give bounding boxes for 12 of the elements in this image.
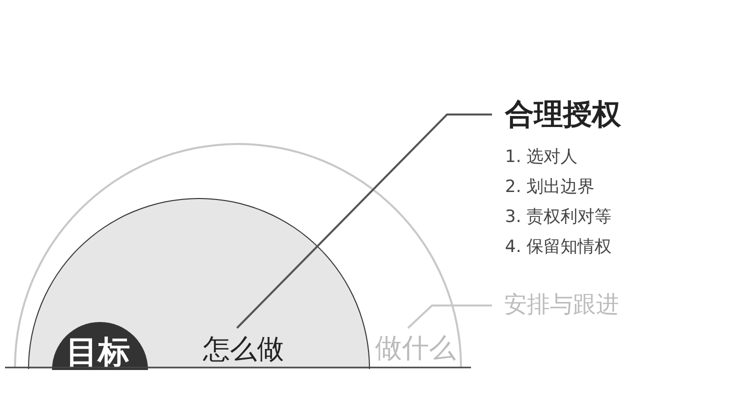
center-label: 目标 xyxy=(66,336,130,368)
leader-line xyxy=(236,114,492,329)
leader-line xyxy=(407,304,492,329)
middle-label: 怎么做 xyxy=(203,336,284,363)
list-item: 2. 划出边界 xyxy=(505,179,595,196)
list-item: 1. 选对人 xyxy=(505,149,578,166)
outer-label: 做什么 xyxy=(375,335,456,362)
list-item: 4. 保留知情权 xyxy=(505,239,612,256)
outer-semicircle xyxy=(14,143,462,367)
list-item: 3. 责权利对等 xyxy=(505,209,612,226)
side-label: 安排与跟进 xyxy=(504,294,619,317)
heading: 合理授权 xyxy=(505,100,621,129)
